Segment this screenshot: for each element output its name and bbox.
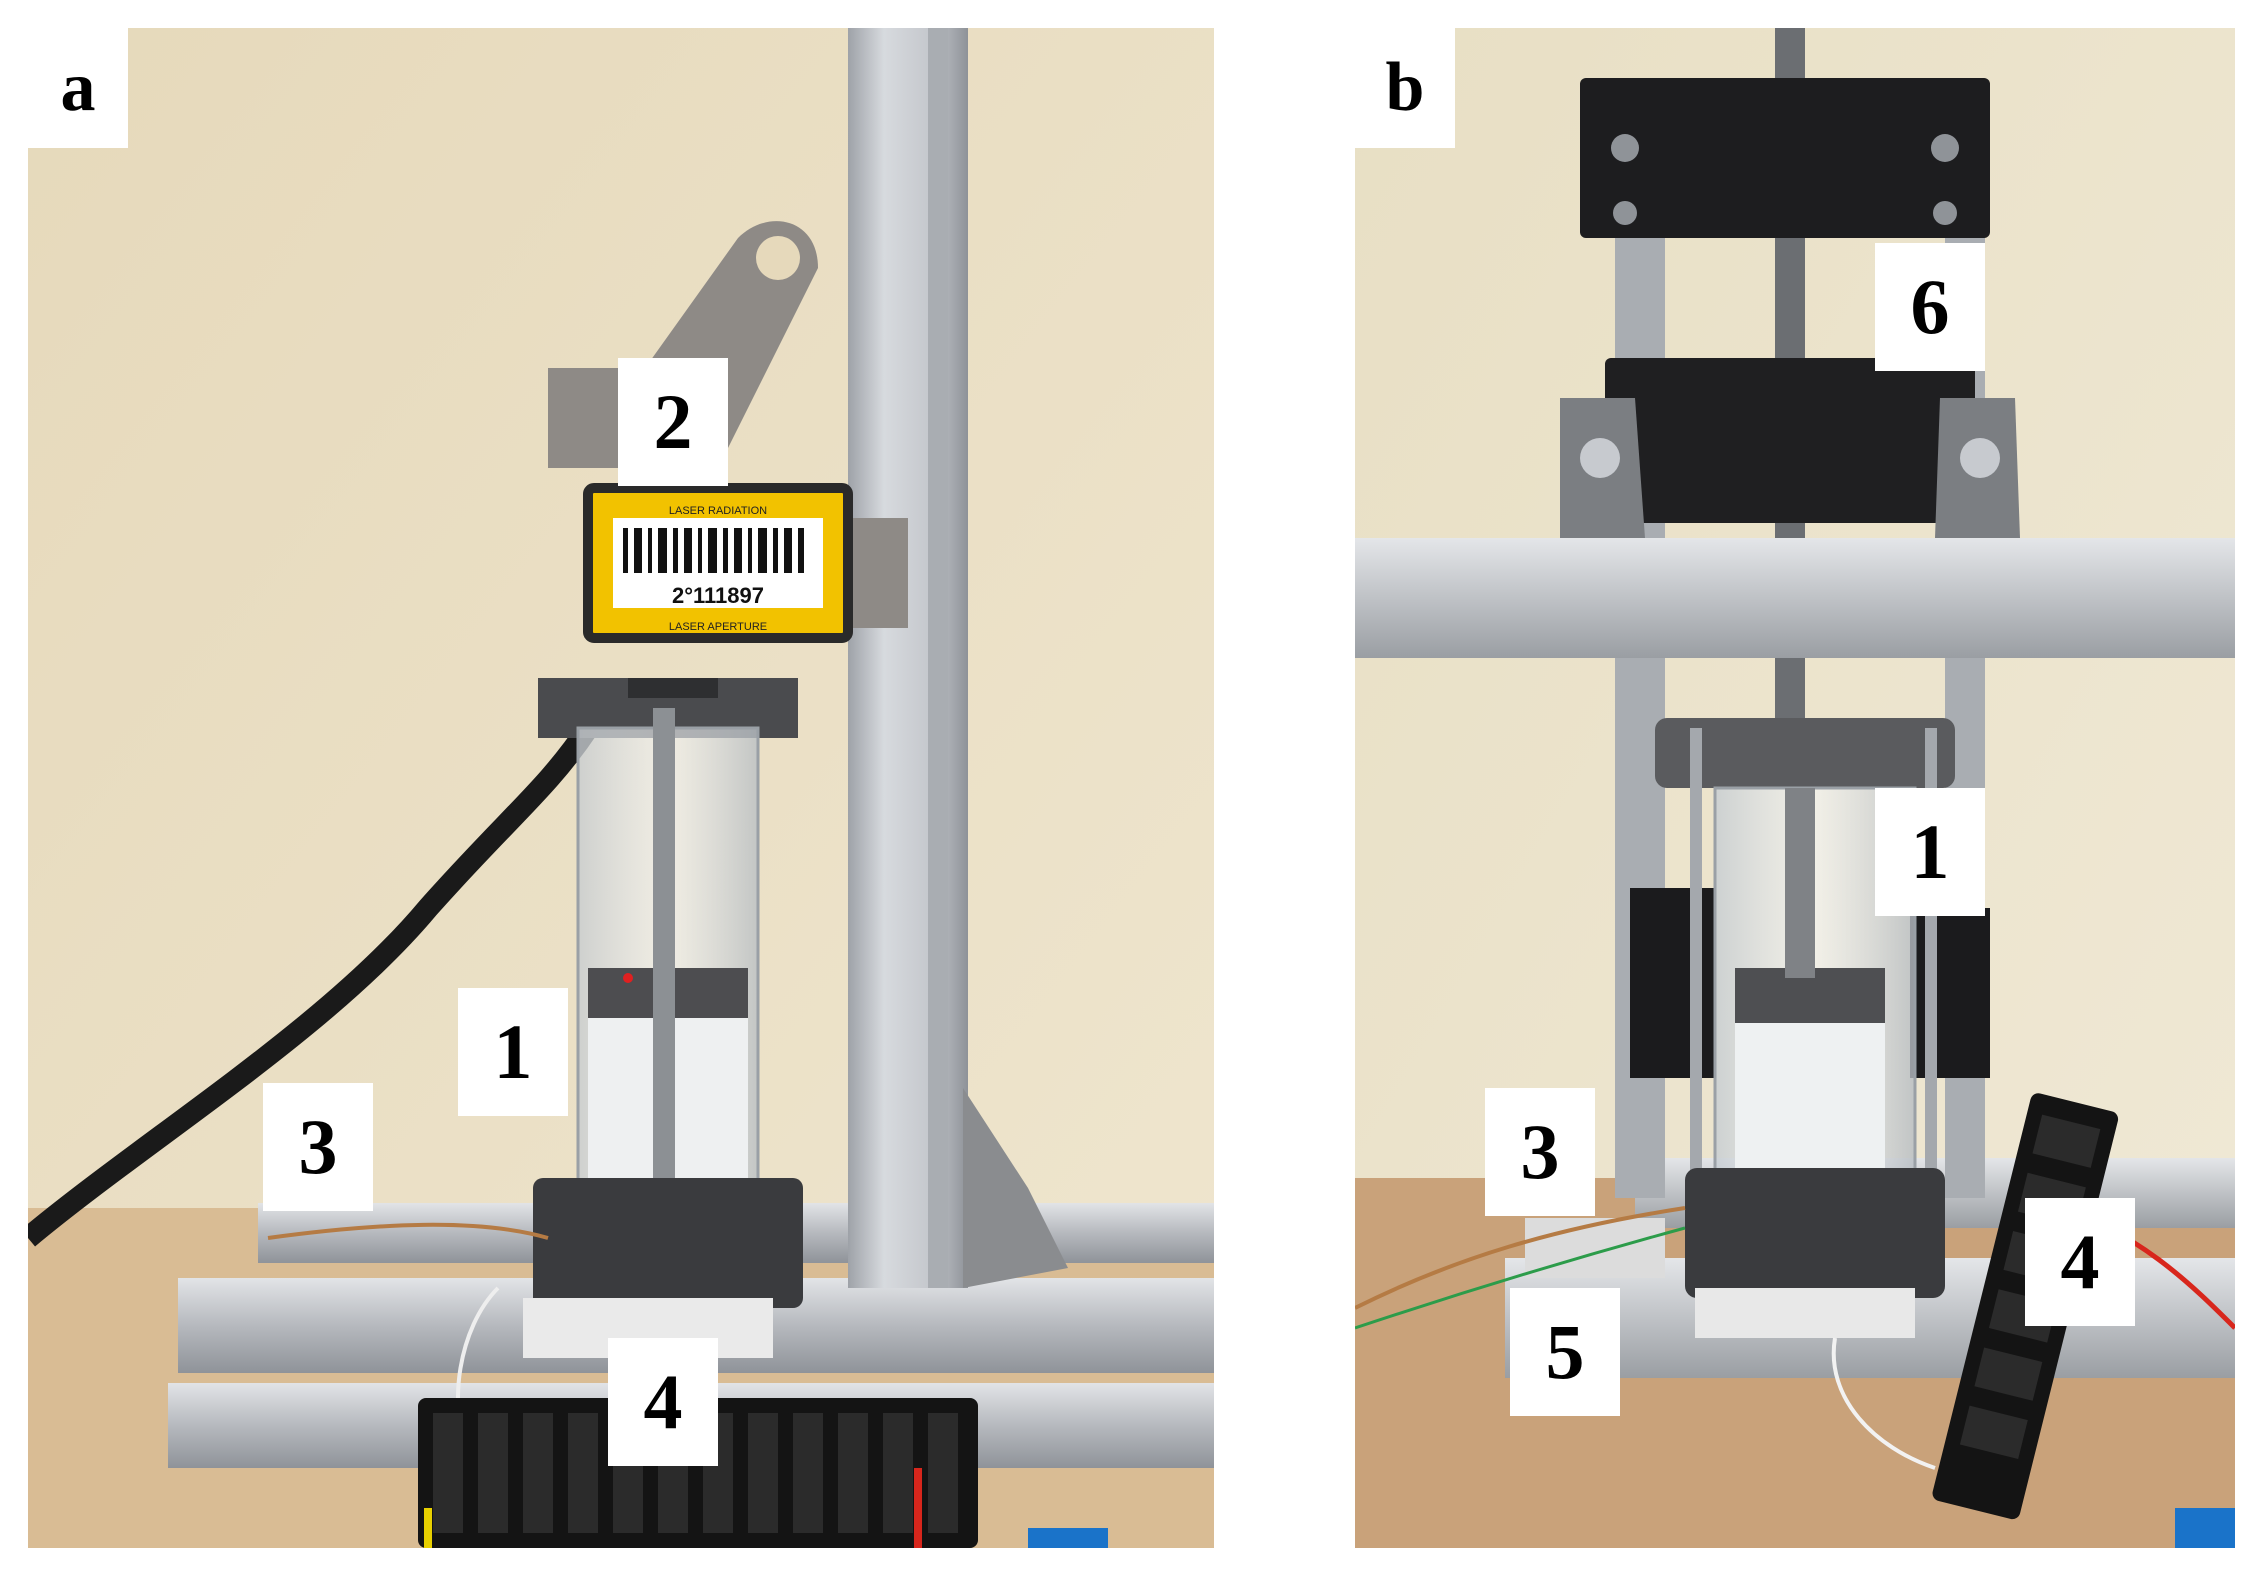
corner-bracket [963, 1088, 1068, 1288]
sensor-serial-text: 2°111897 [672, 583, 764, 608]
panel-b-letter: b [1355, 28, 1455, 148]
label-3: 3 [1485, 1088, 1595, 1216]
label-3: 3 [263, 1083, 373, 1211]
sensor-top-text: LASER RADIATION [669, 505, 767, 517]
white-sample [1735, 978, 1885, 1208]
threaded-rod [653, 708, 675, 1308]
barcode-lines [623, 528, 804, 573]
bottom-holder [533, 1178, 803, 1308]
left-side-block [1630, 888, 1715, 1078]
label-1: 1 [1875, 788, 1985, 916]
panel-a-letter: a [28, 28, 128, 148]
label-4: 4 [608, 1338, 718, 1466]
photo-a-drawing: 2°111897 LASER RADIATION LASER APERTURE [28, 28, 1214, 1548]
vertical-column [848, 28, 968, 1288]
bottom-holder [1685, 1168, 1945, 1298]
horizontal-crossbeam [1355, 538, 2235, 658]
label-1: 1 [458, 988, 568, 1116]
right-side-block [1910, 908, 1990, 1078]
photo-b-drawing [1355, 28, 2235, 1548]
black-cable [28, 721, 598, 1247]
label-2: 2 [618, 358, 728, 486]
label-6: 6 [1875, 243, 1985, 371]
label-5: 5 [1510, 1288, 1620, 1416]
top-block [1580, 78, 1990, 238]
top-plate [1655, 718, 1955, 788]
carriage-block [1605, 358, 1975, 523]
sensor-bottom-text: LASER APERTURE [669, 621, 767, 633]
load-cell-block [1695, 1288, 1915, 1338]
piston-rod [1785, 788, 1815, 978]
label-4: 4 [2025, 1198, 2135, 1326]
photo-panel-b: b 6 1 3 4 5 [1355, 28, 2235, 1548]
photo-panel-a: 2°111897 LASER RADIATION LASER APERTURE [28, 28, 1214, 1548]
